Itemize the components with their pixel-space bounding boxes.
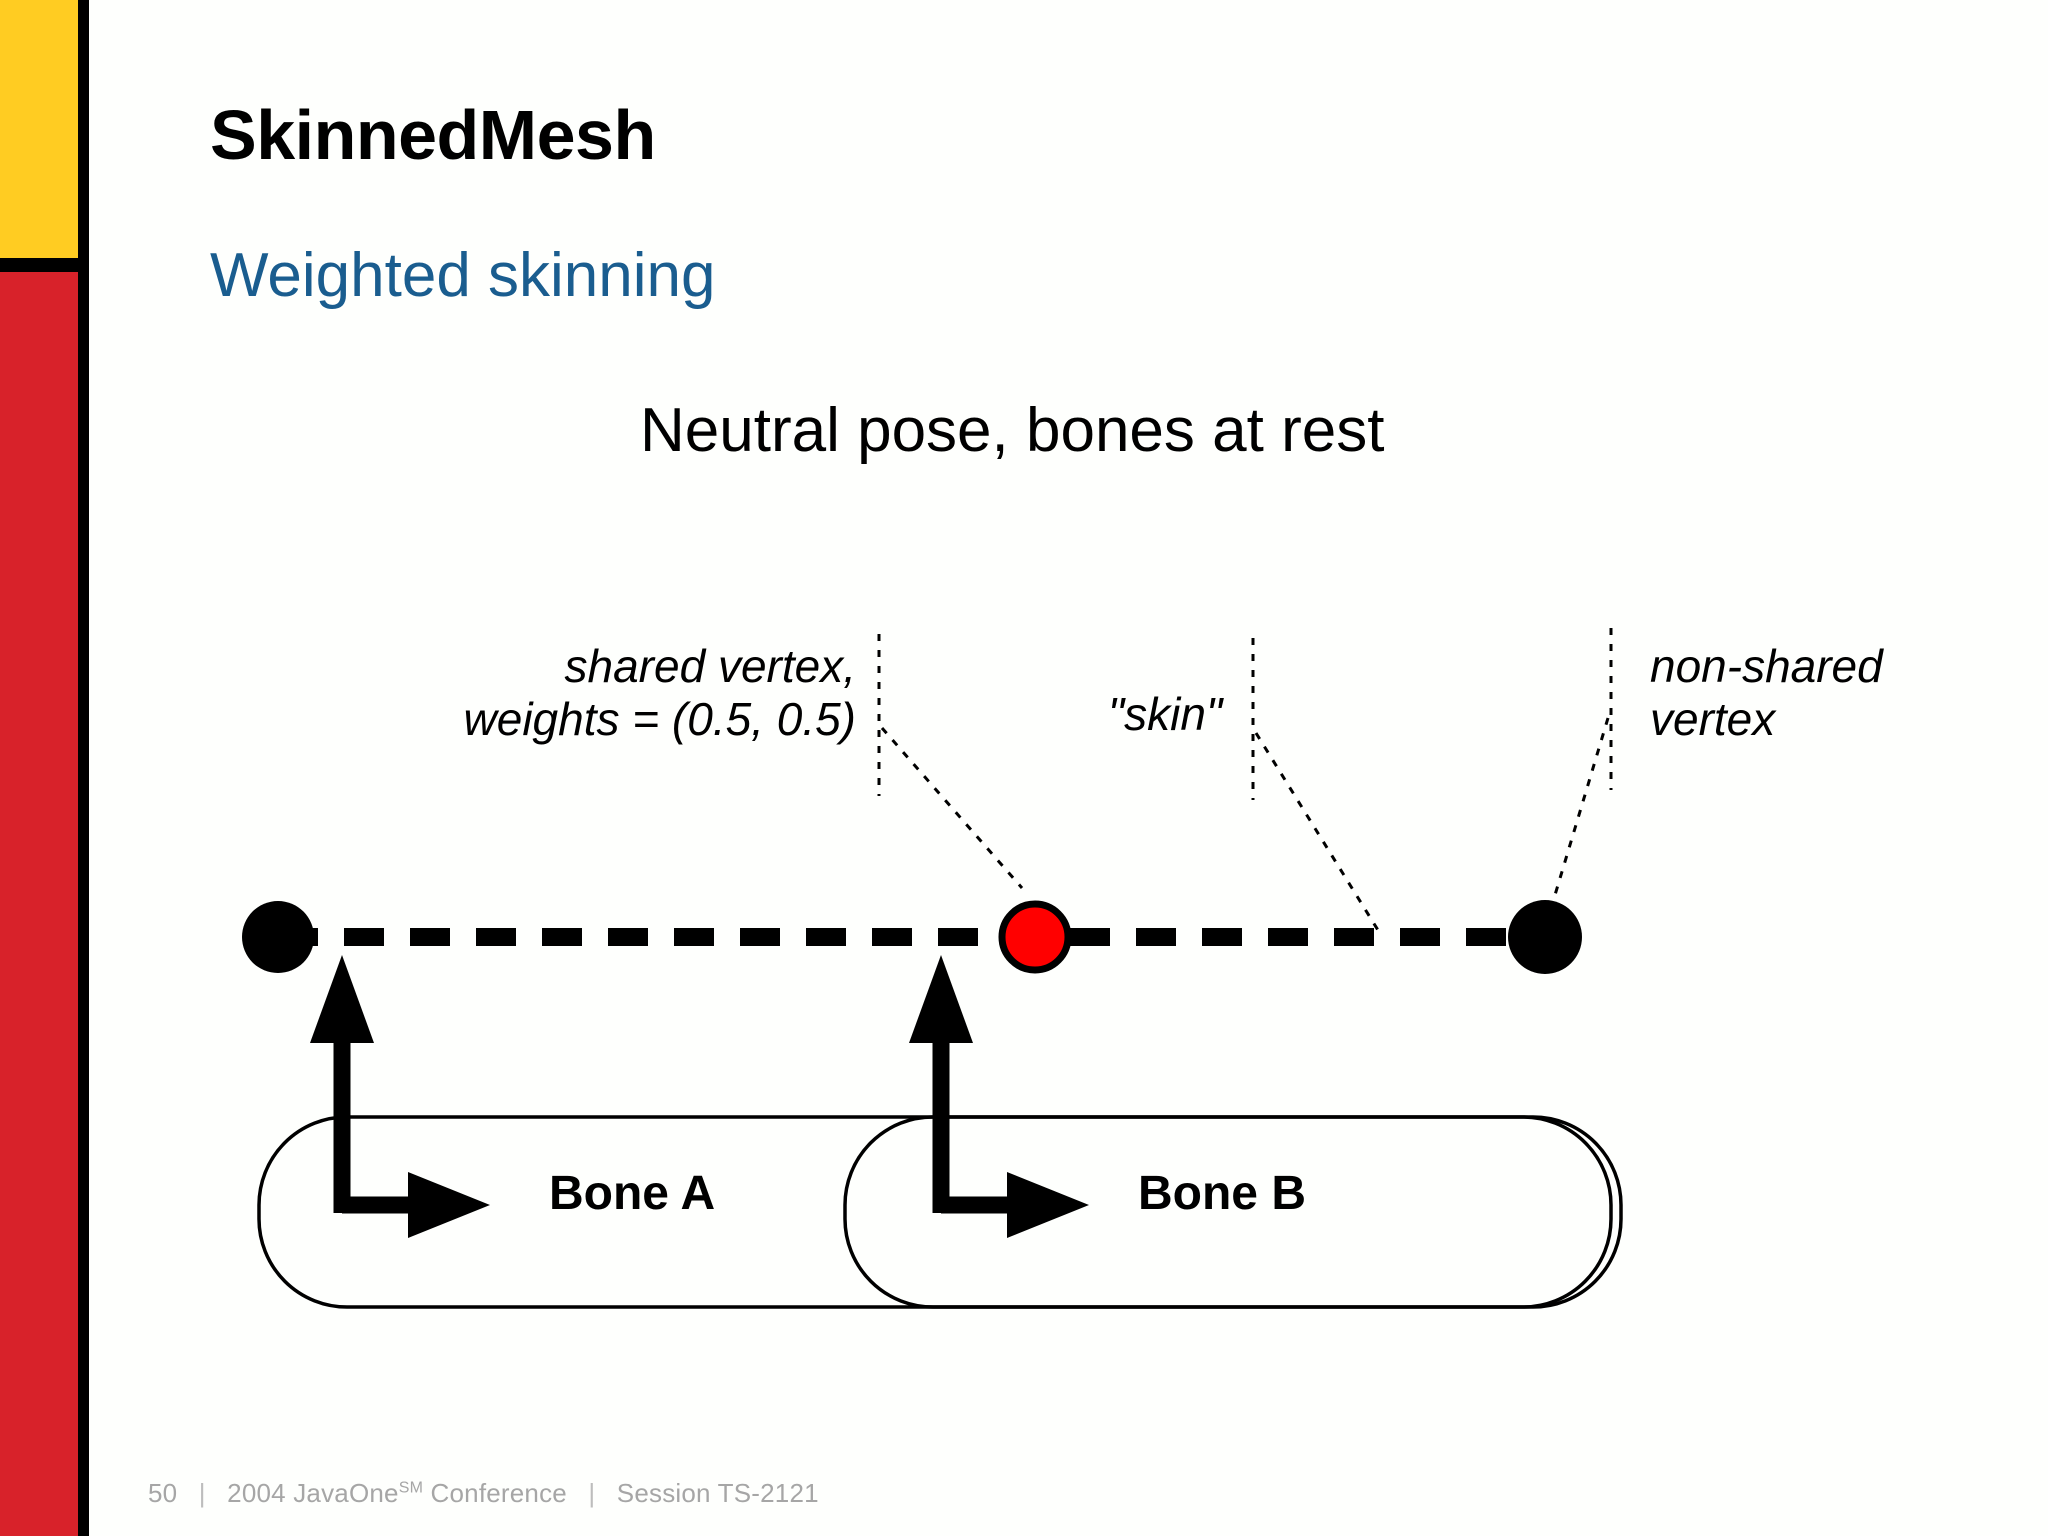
footer-page-number: 50: [148, 1478, 178, 1508]
footer-conference-sup: SM: [398, 1479, 424, 1497]
footer-conference-post: Conference: [423, 1478, 567, 1508]
bone-a-coordinate-frame: [310, 955, 490, 1238]
callout-non-shared-vertex-line2: vertex: [1650, 693, 1776, 746]
bone-a-label: Bone A: [549, 1167, 716, 1220]
callout-non-shared-vertex: non-shared vertex: [1650, 640, 2030, 747]
diagram-heading: Neutral pose, bones at rest: [640, 396, 1385, 465]
callout-skin: "skin": [1107, 688, 1223, 740]
bone-a-capsule: [257, 1115, 1623, 1309]
vertex-shared-red: [998, 900, 1072, 974]
footer-separator-2: |: [588, 1478, 596, 1508]
bone-b-coordinate-frame: [909, 955, 1089, 1238]
callout-shared-vertex-line2: weights = (0.5, 0.5): [463, 693, 856, 746]
callout-non-shared-vertex-line1: non-shared: [1650, 640, 1883, 692]
accent-vertical-rule: [78, 0, 89, 1536]
accent-bar-yellow: [0, 0, 78, 258]
leader-pointer-nonshared: [1550, 717, 1610, 906]
vertex-left-black: [242, 901, 314, 973]
leader-pointer-shared: [880, 727, 1024, 889]
leader-pointer-skin: [1254, 732, 1383, 936]
accent-bar-black-divider: [0, 258, 78, 272]
slide-subtitle: Weighted skinning: [210, 241, 716, 310]
footer-conference-pre: 2004 JavaOne: [227, 1478, 399, 1508]
callout-shared-vertex: shared vertex, weights = (0.5, 0.5): [336, 640, 856, 747]
footer-separator-1: |: [198, 1478, 206, 1508]
slide-footer: 50 | 2004 JavaOneSM Conference | Session…: [148, 1478, 819, 1509]
footer-session: Session TS-2121: [616, 1478, 819, 1508]
callout-shared-vertex-line1: shared vertex,: [564, 640, 856, 692]
bone-b-label: Bone B: [1138, 1167, 1306, 1220]
vertex-right-black: [1508, 900, 1582, 974]
accent-bar-red: [0, 272, 78, 1536]
page-title: SkinnedMesh: [210, 96, 656, 174]
